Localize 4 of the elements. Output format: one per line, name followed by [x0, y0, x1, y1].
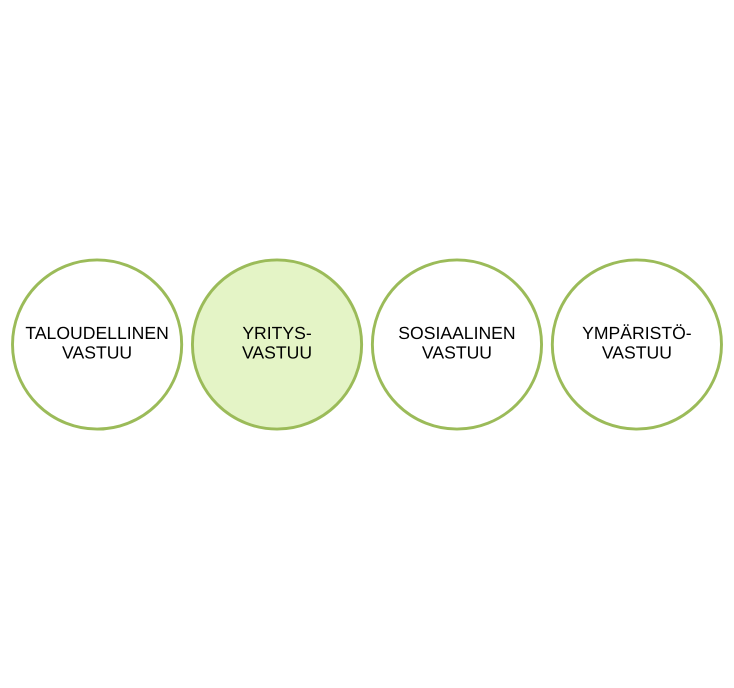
node-circle: YRITYS- VASTUU — [190, 258, 364, 430]
node-circle: TALOUDELLINEN VASTUU — [11, 258, 184, 430]
node-circle: SOSIAALINEN VASTUU — [370, 258, 544, 430]
node-circle: YMPÄRISTÖ- VASTUU — [550, 258, 723, 430]
